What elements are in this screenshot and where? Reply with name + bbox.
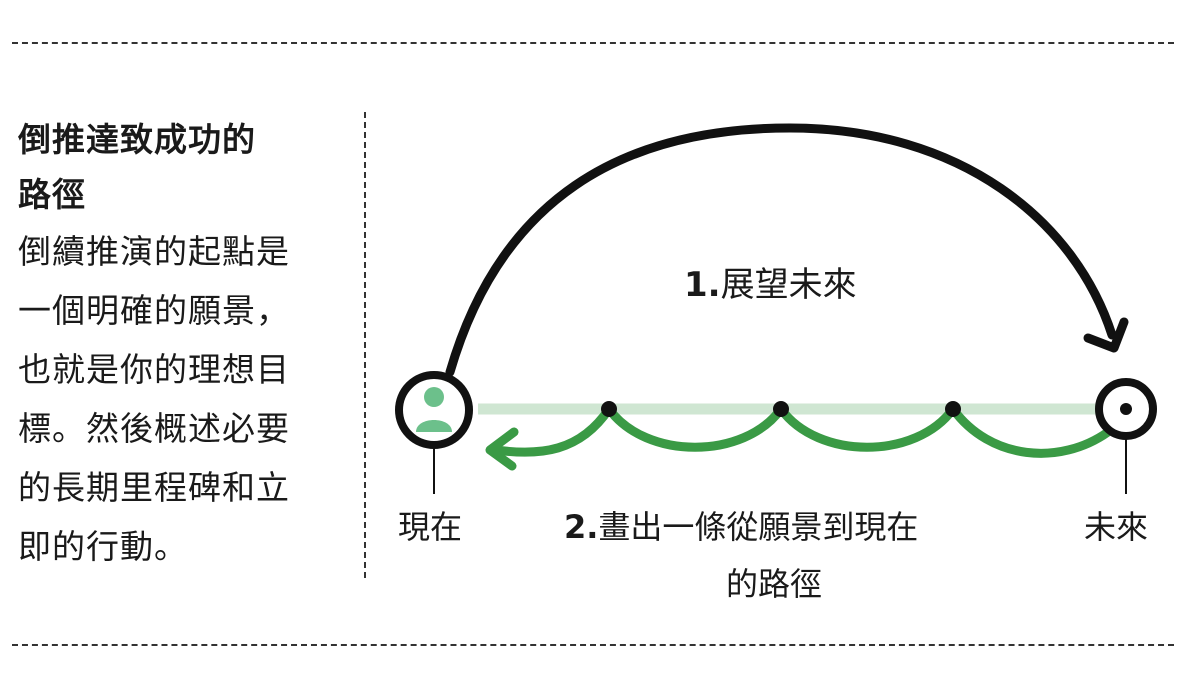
- backcast-path: [491, 401, 1113, 458]
- step2-label-line2: 的路徑: [726, 565, 822, 603]
- present-label: 現在: [398, 508, 462, 546]
- vertical-dashed-divider: [364, 112, 366, 578]
- backcast-path-arrowhead: [485, 427, 519, 471]
- step2-label-line1: 2.畫出一條從願景到現在: [564, 508, 918, 546]
- sidebar-body-line: 的長期里程碑和立: [18, 468, 290, 507]
- sidebar-body-line: 一個明確的願景，: [18, 291, 290, 330]
- sidebar-title-line: 路徑: [18, 175, 86, 214]
- target-icon: [1120, 403, 1132, 415]
- person-icon: [416, 387, 452, 432]
- step2-text: 畫出一條從願景到現在: [598, 508, 918, 546]
- vision-arc: [445, 123, 1117, 377]
- sidebar-body-line: 即的行動。: [18, 527, 188, 566]
- sidebar-title: 倒推達致成功的 路徑: [18, 112, 348, 222]
- sidebar-text: 倒推達致成功的 路徑 倒續推演的起點是 一個明確的願景， 也就是你的理想目 標。…: [18, 112, 348, 576]
- sidebar-body: 倒續推演的起點是 一個明確的願景， 也就是你的理想目 標。然後概述必要 的長期里…: [18, 222, 348, 576]
- vision-arc-arrowhead: [1083, 317, 1129, 353]
- sidebar-title-line: 倒推達致成功的: [18, 120, 256, 159]
- step1-text: 展望未來: [721, 265, 857, 305]
- top-dashed-rule: [12, 42, 1174, 44]
- sidebar-body-line: 標。然後概述必要: [18, 409, 290, 448]
- sidebar-body-line: 也就是你的理想目: [18, 350, 290, 389]
- bottom-dashed-rule: [12, 644, 1174, 646]
- sidebar-body-line: 倒續推演的起點是: [18, 232, 290, 271]
- milestone-dot: [773, 401, 789, 417]
- future-node: [1095, 378, 1157, 440]
- step1-label: 1.展望未來: [684, 265, 857, 305]
- step1-number: 1.: [684, 265, 721, 305]
- future-label: 未來: [1084, 508, 1148, 546]
- milestone-dot: [601, 401, 617, 417]
- milestone-dot: [945, 401, 961, 417]
- step2-number: 2.: [564, 508, 598, 546]
- present-node: [395, 371, 473, 449]
